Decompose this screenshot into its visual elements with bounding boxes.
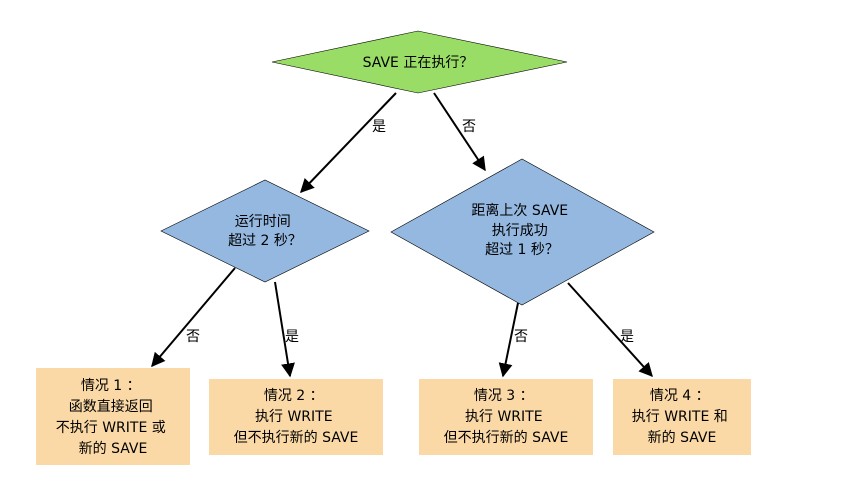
- case-4-box: [613, 379, 751, 455]
- edge-label-right-case4: 是: [620, 329, 634, 345]
- case-2-label: 情况 2 ： 执行 WRITE 但不执行新的 SAVE: [234, 388, 359, 446]
- root-decision-shape: [271, 30, 568, 94]
- edge-label-root-right: 否: [462, 119, 476, 135]
- case-1-box: [36, 368, 190, 465]
- left-decision: 运行时间 超过 2 秒？: [160, 179, 370, 283]
- case-3-label: 情况 3 ： 执行 WRITE 但不执行新的 SAVE: [444, 388, 569, 446]
- edge-label-left-case2: 是: [285, 329, 299, 345]
- root-decision: SAVE 正在执行？: [271, 30, 568, 94]
- edge-label-right-case3: 否: [514, 329, 528, 345]
- edge-root-to-left-decision: [300, 92, 397, 194]
- case-1-label: 情况 1 ： 函数直接返回 不执行 WRITE 或 新的 SAVE: [56, 378, 170, 457]
- edge-root-to-right-decision: [433, 92, 486, 172]
- case-4-label: 情况 4 ： 执行 WRITE 和 新的 SAVE: [632, 388, 732, 446]
- case-3-box: [419, 379, 593, 455]
- edge-right-decision-to-case3: [498, 302, 519, 378]
- right-decision-label: 距离上次 SAVE 执行成功 超过 1 秒？: [471, 202, 572, 258]
- case-2-box: [209, 379, 383, 455]
- edges: [151, 92, 653, 378]
- right-decision: 距离上次 SAVE 执行成功 超过 1 秒？: [390, 158, 655, 306]
- left-decision-label: 运行时间 超过 2 秒？: [228, 214, 302, 249]
- edge-left-decision-to-case2: [274, 281, 295, 378]
- root-decision-label: SAVE 正在执行？: [363, 55, 474, 71]
- case-1: 情况 1 ： 函数直接返回 不执行 WRITE 或 新的 SAVE: [36, 368, 190, 465]
- edge-labels: 是 否 否 是 否 是: [186, 119, 634, 345]
- case-4: 情况 4 ： 执行 WRITE 和 新的 SAVE: [613, 379, 751, 455]
- edge-left-decision-to-case1: [151, 267, 236, 368]
- edge-right-decision-to-case4: [567, 282, 653, 378]
- left-decision-shape: [160, 179, 370, 283]
- right-decision-shape: [390, 158, 655, 306]
- case-2: 情况 2 ： 执行 WRITE 但不执行新的 SAVE: [209, 379, 383, 455]
- edge-label-left-case1: 否: [186, 329, 200, 345]
- edge-label-root-left: 是: [372, 119, 386, 135]
- case-3: 情况 3 ： 执行 WRITE 但不执行新的 SAVE: [419, 379, 593, 455]
